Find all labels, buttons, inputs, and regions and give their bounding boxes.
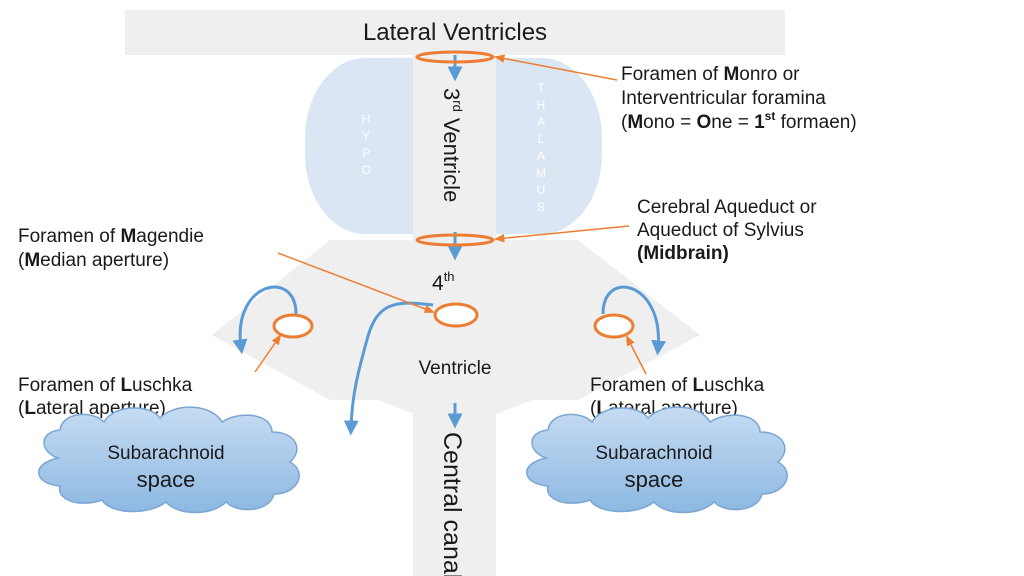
svg-text:H: H — [362, 112, 371, 126]
svg-text:A: A — [537, 149, 545, 163]
foramen-magendie-circle — [433, 302, 479, 328]
monro-label: Foramen of Monro or Interventricular for… — [621, 64, 857, 133]
aqueduct-label: Cerebral Aqueduct or Aqueduct of Sylvius… — [637, 197, 817, 264]
third-ventricle-label: 3rd Ventricle — [439, 88, 465, 202]
svg-text:P: P — [362, 146, 370, 160]
svg-text:Y: Y — [362, 129, 370, 143]
svg-text:T: T — [537, 81, 545, 95]
subarachnoid-left-line2: space — [137, 467, 196, 492]
fourth-ventricle-diamond — [212, 238, 700, 430]
svg-text:Foramen of Magendie: Foramen of Magendie — [18, 226, 204, 247]
arrow-magendie — [343, 301, 434, 436]
svg-text:Cerebral Aqueduct or: Cerebral Aqueduct or — [637, 197, 817, 218]
central-canal-label: Central canal — [438, 432, 466, 576]
svg-text:(Mono = One = 1st formaen): (Mono = One = 1st formaen) — [621, 109, 857, 133]
foramen-luschka-right-circle — [593, 313, 635, 339]
subarachnoid-right-line1: Subarachnoid — [595, 443, 712, 464]
svg-text:U: U — [537, 183, 546, 197]
pointer-aqueduct — [493, 225, 630, 243]
fourth-ventricle-number: 4th — [432, 269, 455, 295]
third-ventricle-channel — [413, 55, 496, 240]
lateral-ventricles-bar — [125, 10, 785, 55]
foramen-luschka-left-circle — [272, 313, 314, 339]
pointer-monro — [493, 54, 618, 81]
svg-text:H: H — [537, 98, 546, 112]
cerebral-aqueduct-ring — [415, 233, 495, 247]
lateral-ventricles-title: Lateral Ventricles — [363, 19, 547, 46]
subarachnoid-left-line1: Subarachnoid — [107, 443, 224, 464]
arrow-luschka-left — [232, 285, 298, 355]
thalamus-letters: T H A L A M U S — [536, 81, 546, 214]
svg-text:Aqueduct of Sylvius: Aqueduct of Sylvius — [637, 220, 804, 241]
arrow-luschka-right — [601, 285, 667, 356]
svg-text:M: M — [536, 166, 546, 180]
svg-text:O: O — [361, 163, 370, 177]
pointer-luschka-left — [254, 334, 282, 373]
svg-text:Foramen of Luschka: Foramen of Luschka — [590, 375, 765, 396]
svg-text:Foramen of Monro or: Foramen of Monro or — [621, 64, 800, 85]
svg-text:L: L — [538, 132, 545, 146]
svg-text:Foramen of Luschka: Foramen of Luschka — [18, 375, 193, 396]
pointer-luschka-right — [626, 335, 647, 375]
svg-text:Interventricular foramina: Interventricular foramina — [621, 88, 826, 109]
subarachnoid-cloud-left — [38, 406, 300, 514]
fourth-ventricle-word: Ventricle — [419, 358, 492, 379]
magendie-label: Foramen of Magendie (Median aperture) — [18, 226, 204, 271]
svg-text:S: S — [537, 200, 545, 214]
subarachnoid-cloud-right — [526, 406, 788, 514]
svg-text:(Midbrain): (Midbrain) — [637, 243, 729, 264]
subarachnoid-right-line2: space — [625, 467, 684, 492]
pointer-magendie — [277, 252, 435, 313]
svg-text:A: A — [537, 115, 545, 129]
svg-text:(Median aperture): (Median aperture) — [18, 250, 169, 271]
foramen-monro-ring — [415, 50, 495, 64]
hypo-letters: H Y P O — [361, 112, 370, 177]
